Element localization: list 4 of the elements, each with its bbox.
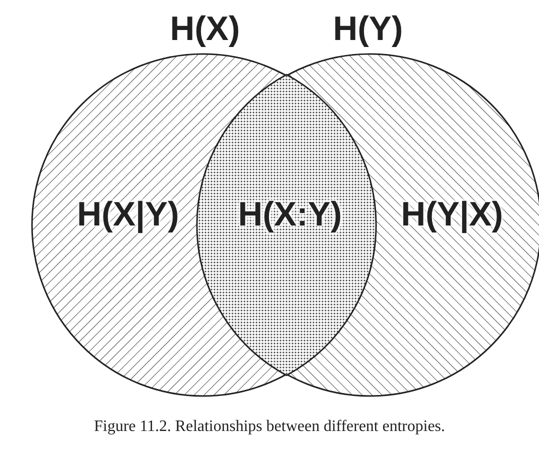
figure-caption: Figure 11.2. Relationships between different entropies. (92, 418, 446, 436)
set-title: H(X) (170, 10, 240, 49)
region-label: H(X:Y) (238, 196, 342, 234)
set-title: H(Y) (333, 10, 403, 49)
